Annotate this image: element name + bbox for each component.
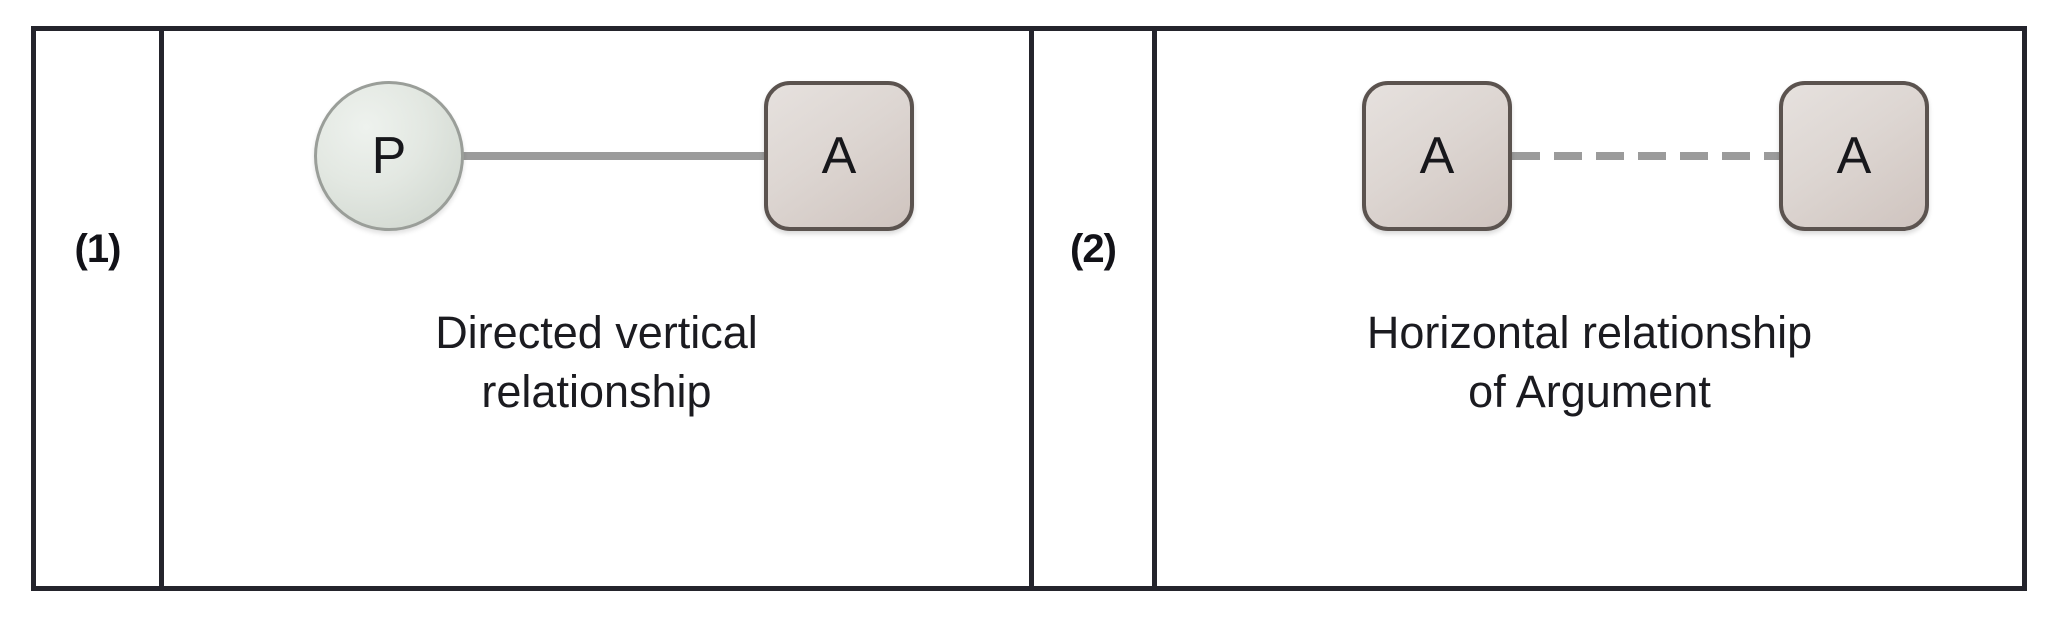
panel-2-caption: Horizontal relationship of Argument (1157, 303, 2022, 422)
panel-1: P A Directed vertical relationship (159, 31, 1029, 586)
panel-1-caption: Directed vertical relationship (164, 303, 1029, 422)
dashed-connector-line (1512, 152, 1784, 160)
panel-1-index-cell: (1) (36, 31, 159, 586)
figure-frame: (1) P A Directed vertical relationship (31, 26, 2027, 591)
node-a-left-label: A (1419, 127, 1455, 185)
node-a-box[interactable]: A (764, 81, 914, 231)
node-p-circle[interactable]: P (314, 81, 464, 231)
panel-1-index-label: (1) (74, 227, 122, 271)
panel-1-caption-line-2: relationship (481, 366, 712, 418)
panel-1-caption-line-1: Directed vertical (435, 307, 758, 358)
panel-2-caption-line-1: Horizontal relationship (1366, 307, 1813, 358)
panel-2-caption-line-2: of Argument (1468, 366, 1711, 418)
node-p-label: P (371, 127, 407, 185)
panel-2: A A Horizontal relationship of Argument (1152, 31, 2022, 586)
panel-2-index-label: (2) (1070, 227, 1117, 271)
node-a-box-right[interactable]: A (1779, 81, 1929, 231)
panel-2-index-cell: (2) (1029, 31, 1152, 586)
solid-connector-line (459, 152, 769, 160)
node-a-label: A (821, 127, 857, 185)
panel-1-diagram: P A (164, 31, 1029, 281)
panel-2-diagram: A A (1157, 31, 2022, 281)
node-a-right-label: A (1836, 127, 1872, 185)
node-a-box-left[interactable]: A (1362, 81, 1512, 231)
